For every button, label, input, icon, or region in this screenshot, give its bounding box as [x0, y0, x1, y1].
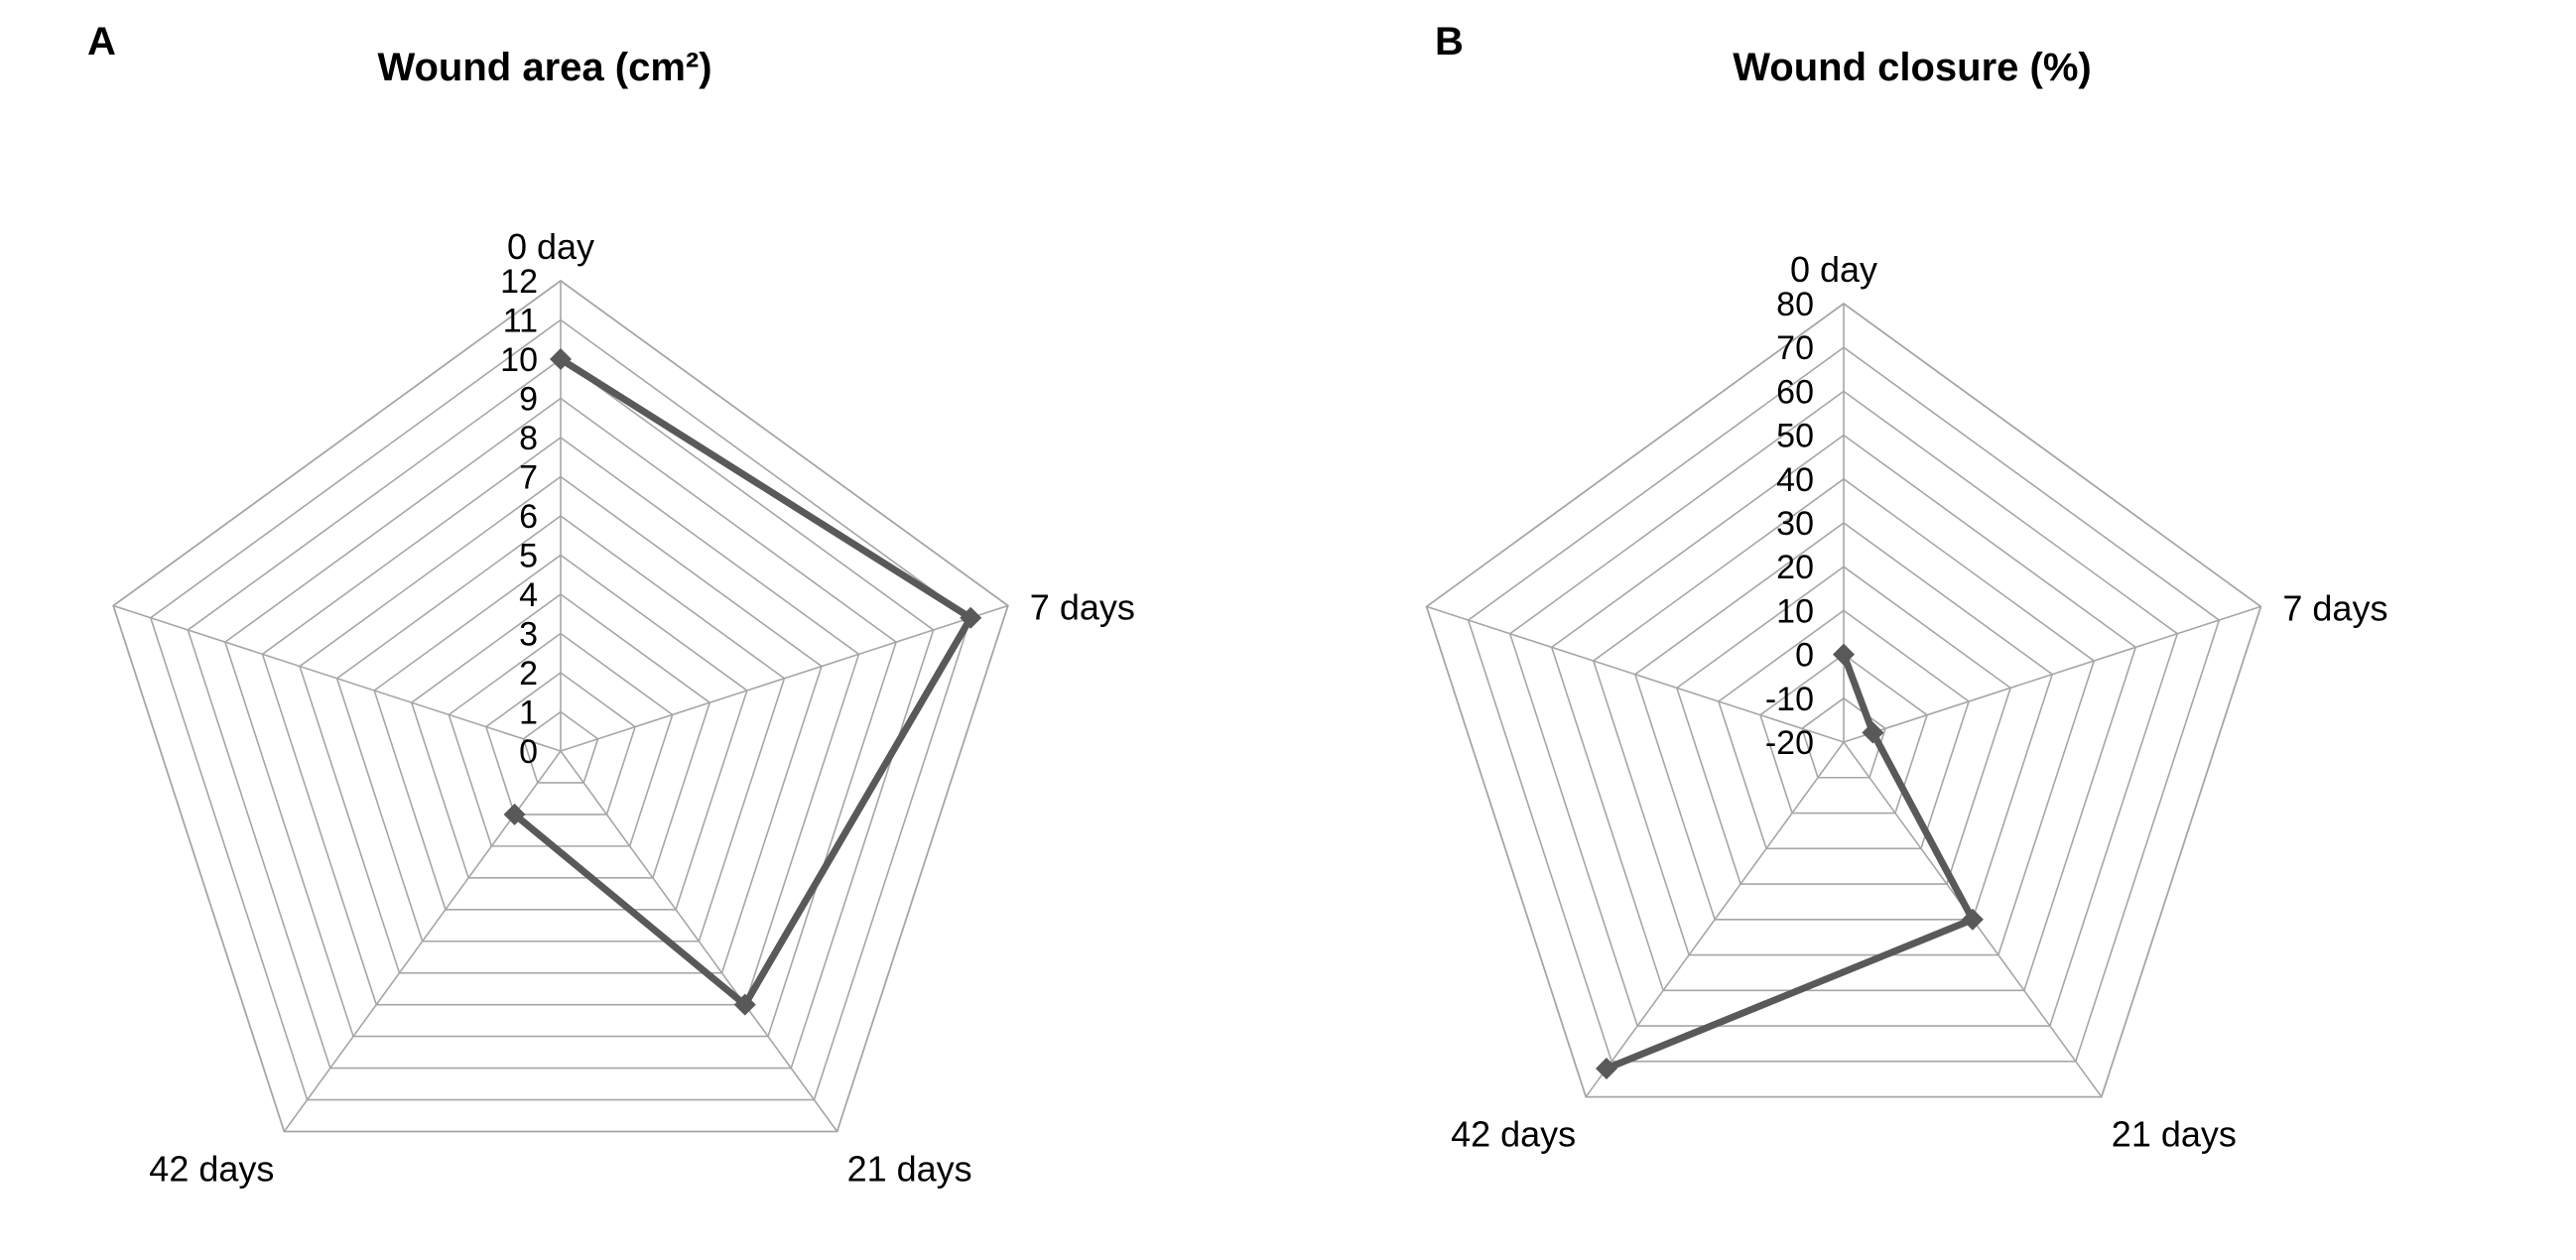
grid-ring: [1633, 522, 2054, 921]
category-label-2: 21 days: [2112, 1114, 2237, 1155]
data-point-marker: [1833, 643, 1855, 666]
radial-tick-labels: 80 70 60 50 40 30 20 10 0 -10 -20: [1765, 286, 1814, 762]
series-line-0: [1605, 653, 1978, 1072]
grid-ring: [1550, 434, 2137, 992]
category-label-3: 42 days: [149, 1149, 274, 1190]
radial-tick-label: 11: [503, 303, 538, 340]
axis-spoke: [560, 604, 1009, 752]
axis-spoke: [560, 750, 838, 1132]
category-label-0: 0 day: [507, 226, 594, 267]
radial-tick-label: 0: [519, 733, 538, 771]
radial-tick-label: 2: [519, 655, 538, 693]
radial-tick-label: -10: [1765, 681, 1814, 718]
radial-tick-label: 10: [1776, 592, 1814, 630]
radial-tick-label: 7: [519, 459, 538, 497]
data-point-marker: [1961, 908, 1984, 931]
radar-chart-b: 80 70 60 50 40 30 20 10 0 -10 -20 0 day 7 days 21 day…: [1425, 249, 2387, 1155]
grid-ring: [1717, 609, 1971, 850]
grid-ring: [261, 437, 860, 1006]
grid-ring: [149, 318, 972, 1101]
grid-group: [112, 279, 1009, 1133]
outer-pentagon: [112, 279, 1009, 1133]
grid-ring: [1801, 696, 1886, 779]
data-point-marker: [1595, 1057, 1617, 1079]
grid-ring: [1758, 653, 1929, 815]
radial-tick-label: 80: [1776, 286, 1814, 323]
grid-ring: [335, 515, 786, 943]
data-point-marker: [960, 606, 982, 629]
series-group: [1595, 643, 1984, 1079]
data-point-marker: [550, 348, 572, 370]
grid-ring: [522, 710, 599, 784]
panel-b-letter: B: [1435, 20, 1464, 63]
grid-ring: [187, 358, 935, 1070]
axis-spoke: [1843, 605, 2261, 743]
panel-a-letter: A: [87, 20, 116, 63]
radial-tick-label: 40: [1776, 461, 1814, 499]
grid-ring: [373, 554, 748, 911]
category-labels: 0 day 7 days 21 days 42 days: [149, 226, 1135, 1190]
outer-pentagon: [1425, 302, 2262, 1098]
radial-tick-label: 60: [1776, 373, 1814, 411]
radial-tick-label: 9: [519, 381, 538, 419]
grid-ring: [1675, 566, 2012, 885]
grid-ring: [299, 475, 823, 974]
category-label-3: 42 days: [1451, 1114, 1576, 1155]
panel-b-title: Wound closure (%): [1733, 46, 2092, 89]
series-line-0: [512, 356, 975, 1010]
grid-ring: [410, 593, 711, 879]
axis-spoke: [1426, 605, 1845, 743]
grid-ring: [1508, 390, 2179, 1027]
axis-spoke: [1585, 741, 1845, 1098]
panel-a-title: Wound area (cm²): [377, 46, 712, 89]
category-label-2: 21 days: [847, 1149, 972, 1190]
grid-group: [1425, 302, 2262, 1098]
radial-tick-label: 3: [519, 616, 538, 654]
radial-tick-label: 8: [519, 420, 538, 457]
category-label-1: 7 days: [2282, 587, 2387, 628]
radial-tick-label: 0: [1795, 637, 1814, 675]
category-label-0: 0 day: [1790, 249, 1877, 290]
grid-ring: [1592, 477, 2096, 956]
data-point-marker: [1862, 721, 1884, 744]
radial-tick-label: 12: [500, 263, 538, 301]
radial-tick-label: -20: [1765, 724, 1814, 762]
category-label-1: 7 days: [1030, 587, 1135, 628]
radial-tick-label: 4: [519, 576, 538, 614]
grid-ring: [1467, 346, 2221, 1063]
radial-tick-label: 50: [1776, 418, 1814, 455]
radial-tick-label: 30: [1776, 505, 1814, 543]
data-point-marker: [503, 803, 526, 825]
radial-tick-label: 10: [500, 341, 538, 379]
category-labels: 0 day 7 days 21 days 42 days: [1451, 249, 2387, 1155]
grid-ring: [484, 672, 637, 816]
radial-tick-label: 20: [1776, 549, 1814, 586]
radial-tick-label: 1: [519, 694, 538, 732]
panel-b: B Wound closure (%) 80 70 60 50 40 30 20 10 0 -10…: [1288, 0, 2576, 1260]
grid-ring: [223, 397, 898, 1038]
data-point-marker: [733, 993, 756, 1016]
radial-tick-label: 70: [1776, 329, 1814, 367]
radial-tick-label: 6: [519, 498, 538, 536]
series-group: [503, 348, 982, 1016]
grid-ring: [448, 632, 674, 847]
axis-spoke: [112, 604, 562, 752]
radial-tick-label: 5: [519, 538, 538, 575]
